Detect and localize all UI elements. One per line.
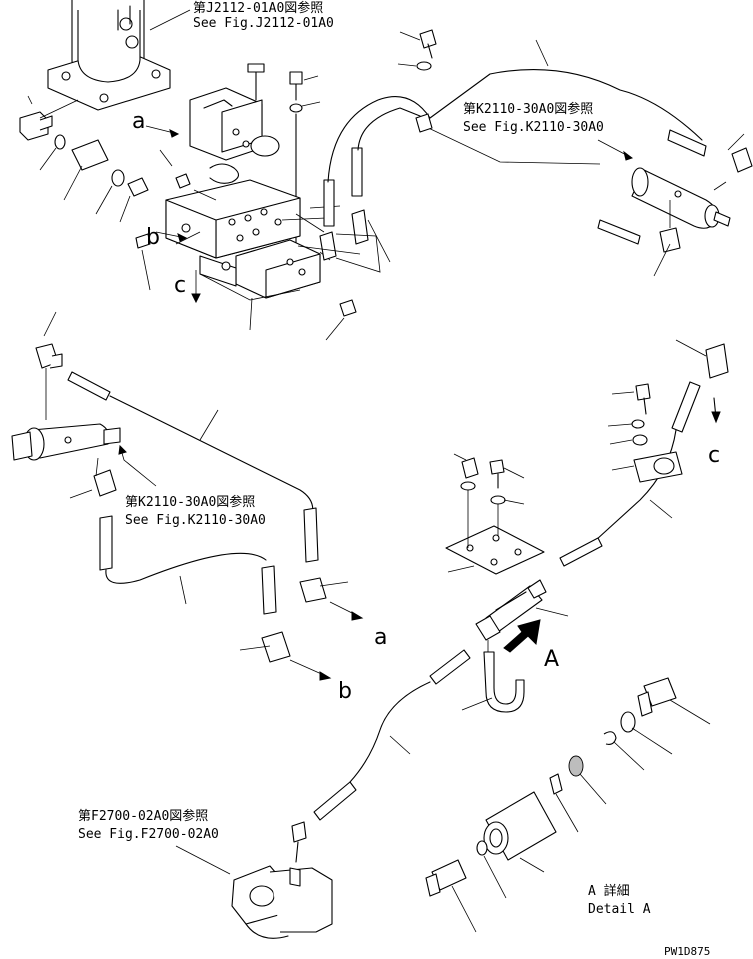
connection-a-top: a bbox=[132, 109, 145, 134]
hose-end bbox=[261, 565, 277, 615]
detail-marker: A bbox=[544, 647, 559, 672]
nut bbox=[461, 457, 479, 479]
hose-clamp bbox=[415, 113, 433, 133]
ref-top-jp: 第J2112-01A0図参照 bbox=[193, 0, 323, 16]
tee-fitting bbox=[351, 209, 369, 245]
valve-manifold bbox=[165, 179, 321, 299]
hose-end bbox=[559, 537, 603, 567]
snap-ring bbox=[603, 731, 617, 745]
check-valve bbox=[549, 773, 563, 795]
filter-assembly bbox=[475, 579, 547, 641]
connection-c-mid: c bbox=[708, 443, 720, 468]
plug bbox=[339, 299, 357, 317]
connection-b-mid: b bbox=[338, 679, 352, 704]
hose-end bbox=[67, 371, 111, 401]
detail-title-en: Detail A bbox=[588, 902, 651, 917]
drawing-code: PW1D875 bbox=[664, 945, 710, 958]
ref-mid-en: See Fig.K2110-30A0 bbox=[125, 513, 266, 528]
bolt bbox=[635, 383, 651, 401]
washer bbox=[416, 61, 432, 71]
arrow-head bbox=[623, 150, 634, 161]
column-base bbox=[47, 0, 171, 111]
hose-line bbox=[349, 681, 431, 783]
hose-end bbox=[351, 147, 363, 197]
detail-title-jp: A 詳細 bbox=[588, 883, 630, 899]
hose-end bbox=[429, 649, 471, 685]
plug bbox=[135, 233, 151, 249]
leader-line bbox=[149, 9, 191, 31]
hose-line bbox=[105, 552, 267, 584]
hose-end bbox=[597, 219, 641, 245]
hose-end bbox=[667, 129, 707, 157]
pump-flange bbox=[231, 865, 333, 939]
washer bbox=[111, 169, 125, 187]
tee-fitting bbox=[261, 631, 291, 663]
elbow-fitting bbox=[19, 111, 53, 141]
ref-top-en: See Fig.J2112-01A0 bbox=[193, 16, 334, 31]
detail-a-parts bbox=[425, 677, 711, 933]
ref-mid-jp: 第K2110-30A0図参照 bbox=[125, 494, 255, 510]
connector bbox=[127, 177, 149, 197]
washer bbox=[632, 434, 648, 446]
mounting-plate bbox=[445, 525, 545, 575]
o-ring bbox=[54, 134, 66, 150]
u-pipe bbox=[483, 651, 525, 713]
spring bbox=[568, 755, 584, 777]
hydraulic-cylinder bbox=[631, 167, 731, 229]
hose-end bbox=[323, 179, 335, 227]
bolt bbox=[289, 71, 303, 101]
ref-right-en: See Fig.K2110-30A0 bbox=[463, 120, 604, 135]
elbow-fitting bbox=[93, 469, 117, 497]
hose-end bbox=[313, 781, 357, 821]
elbow-fitting bbox=[659, 227, 681, 253]
ref-bottom-jp: 第F2700-02A0図参照 bbox=[78, 808, 208, 824]
tee-fitting bbox=[299, 577, 327, 603]
ref-right-jp: 第K2110-30A0図参照 bbox=[463, 101, 593, 117]
solenoid-valve bbox=[189, 87, 280, 161]
elbow-fitting bbox=[731, 147, 753, 173]
detail-arrow bbox=[503, 619, 541, 653]
connection-b-top: b bbox=[146, 225, 160, 250]
o-ring bbox=[620, 711, 636, 733]
washer bbox=[460, 481, 476, 491]
filter-body bbox=[483, 791, 557, 861]
swivel-joint bbox=[291, 821, 307, 843]
spring-clip bbox=[209, 163, 240, 184]
hose-end bbox=[303, 507, 319, 563]
hose-end bbox=[99, 515, 113, 571]
adapter-sleeve bbox=[71, 139, 109, 171]
ref-bottom-en: See Fig.F2700-02A0 bbox=[78, 827, 219, 842]
washer bbox=[289, 103, 303, 113]
hydraulic-cylinder-left bbox=[11, 423, 121, 461]
tee-fitting bbox=[319, 231, 337, 261]
elbow-fitting-left bbox=[35, 343, 63, 369]
bolt bbox=[489, 459, 505, 475]
o-ring bbox=[476, 840, 488, 856]
washer bbox=[631, 419, 645, 429]
hose-end bbox=[671, 381, 701, 433]
connection-a-mid: a bbox=[374, 625, 387, 650]
washer bbox=[490, 495, 506, 505]
bolt bbox=[419, 29, 437, 49]
elbow-fitting bbox=[705, 343, 729, 379]
bolt bbox=[251, 71, 263, 101]
hose-line bbox=[327, 69, 703, 183]
fitting bbox=[175, 173, 191, 189]
connection-c-top: c bbox=[174, 273, 186, 298]
hose-line bbox=[595, 429, 677, 541]
